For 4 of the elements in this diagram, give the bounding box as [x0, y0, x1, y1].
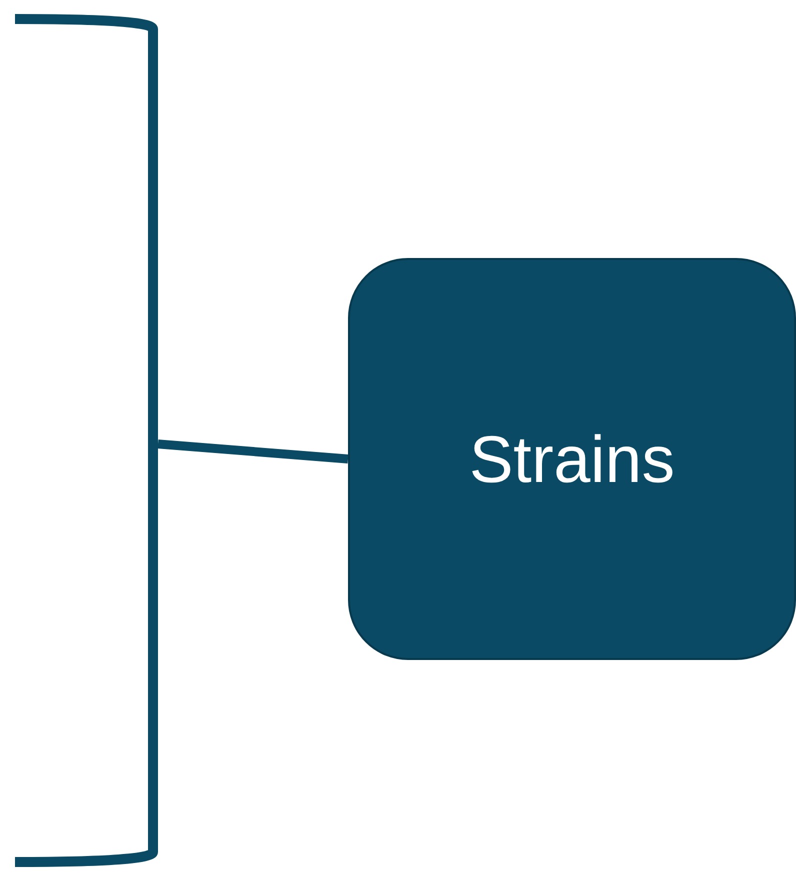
- connector-line: [158, 440, 348, 464]
- bracket: [14, 14, 158, 867]
- process-box: [348, 258, 796, 660]
- node-label: Strains: [469, 421, 675, 497]
